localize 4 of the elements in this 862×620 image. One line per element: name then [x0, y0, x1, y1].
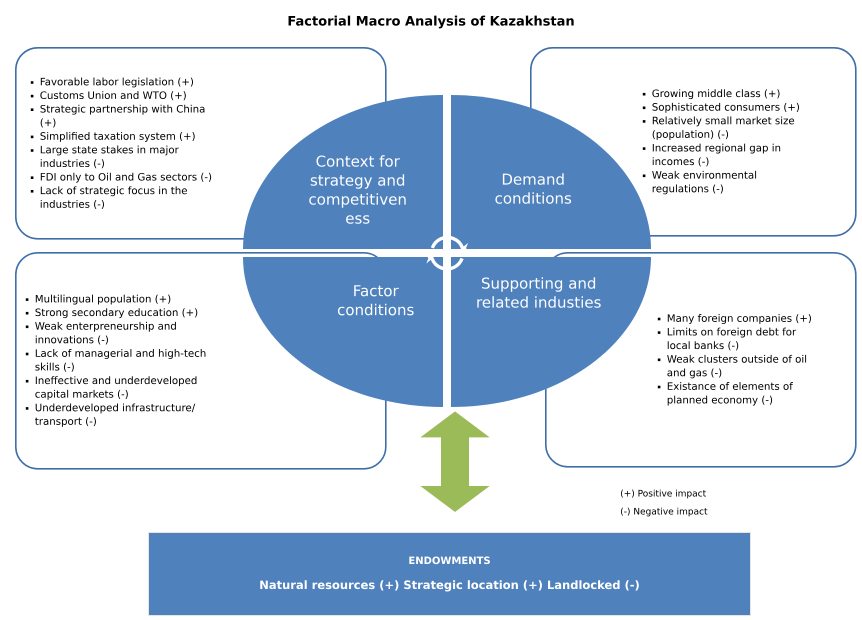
endowments-box: ENDOWMENTS Natural resources (+) Strategic location (+) Landlocked (-): [148, 532, 751, 616]
note-text: (+) Positive impact: [620, 490, 706, 498]
title: Factorial Macro Analysis of Kazakhstan: [288, 16, 574, 28]
note-text: (-) Negative impact: [620, 508, 708, 516]
